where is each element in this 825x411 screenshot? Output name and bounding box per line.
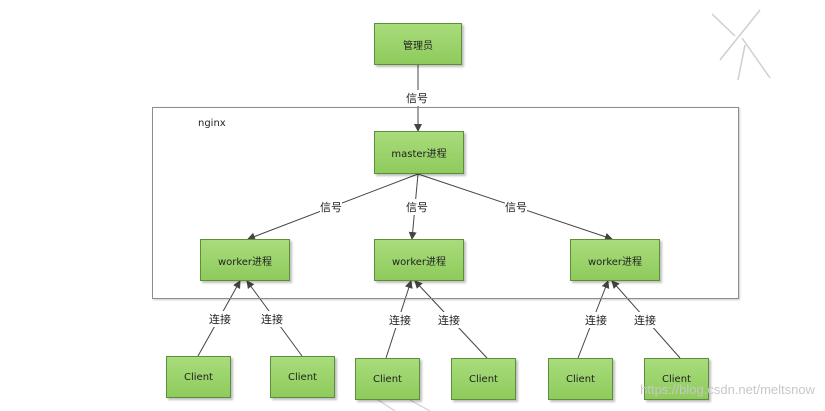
admin-node: 管理员: [374, 23, 462, 65]
edge-label-client-1-worker-1: 连接: [209, 311, 231, 327]
edge-label-client-3-worker-2: 连接: [389, 312, 411, 328]
worker-process-node-3: worker进程: [570, 239, 660, 281]
edge-label-master-worker-3: 信号: [505, 199, 527, 215]
nginx-container: [152, 107, 739, 299]
watermark: https://blog.csdn.net/meltsnow: [640, 382, 815, 397]
edge-label-client-4-worker-2: 连接: [438, 312, 460, 328]
nginx-container-label: nginx: [198, 118, 226, 129]
sketch-mark-decoration: [711, 9, 771, 81]
edge-label-client-5-worker-3: 连接: [585, 312, 607, 328]
edge-label-client-6-worker-3: 连接: [634, 312, 656, 328]
worker-process-node-1: worker进程: [200, 239, 290, 281]
edge-label-master-worker-2: 信号: [406, 199, 428, 215]
client-node-2: Client: [270, 356, 335, 398]
edge-label-master-worker-1: 信号: [320, 199, 342, 215]
edge-label-admin-master: 信号: [406, 90, 428, 106]
client-node-6: Client: [644, 358, 709, 400]
client-node-5: Client: [548, 358, 613, 400]
client-node-1: Client: [166, 356, 231, 398]
master-process-node: master进程: [374, 131, 464, 174]
client-node-3: Client: [355, 358, 420, 400]
edge-label-client-2-worker-1: 连接: [261, 311, 283, 327]
worker-process-node-2: worker进程: [374, 239, 464, 281]
sketch-mark-bottom: [374, 397, 431, 411]
client-node-4: Client: [451, 358, 516, 400]
